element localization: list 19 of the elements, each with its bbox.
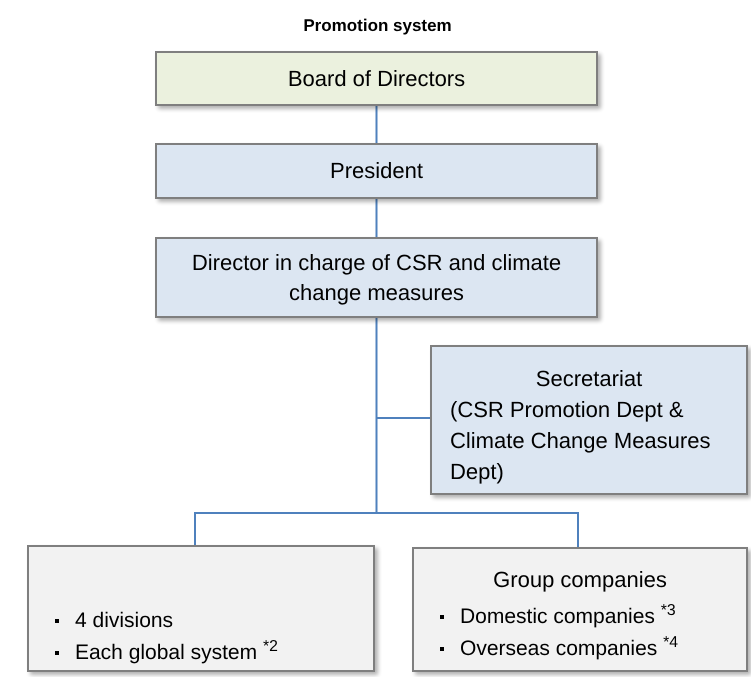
box-label: Director in charge of CSR and climate change measures xyxy=(190,248,562,307)
list-item: Each global system $^{*2}$ xyxy=(75,637,278,666)
list-item: Domestic companies $^{*3}$ xyxy=(460,601,676,630)
org-box xyxy=(412,547,748,672)
diagram-title: Promotion system xyxy=(302,15,453,37)
box-label: Board of Directors xyxy=(288,64,466,92)
box-heading: Secretariat xyxy=(534,365,644,393)
list-item: Overseas companies $^{*4}$ xyxy=(460,633,678,662)
org-box xyxy=(155,237,598,318)
org-box xyxy=(430,345,748,495)
org-box xyxy=(155,51,598,106)
connector-line xyxy=(376,106,378,143)
box-heading: Group companies xyxy=(492,566,668,594)
org-box xyxy=(155,143,598,199)
connector-line xyxy=(376,199,378,237)
org-box xyxy=(27,545,375,672)
list-item: 4 divisions xyxy=(75,608,174,634)
box-body: (CSR Promotion Dept & Climate Change Measures Dept) xyxy=(450,396,712,486)
box-label: President xyxy=(330,157,423,185)
